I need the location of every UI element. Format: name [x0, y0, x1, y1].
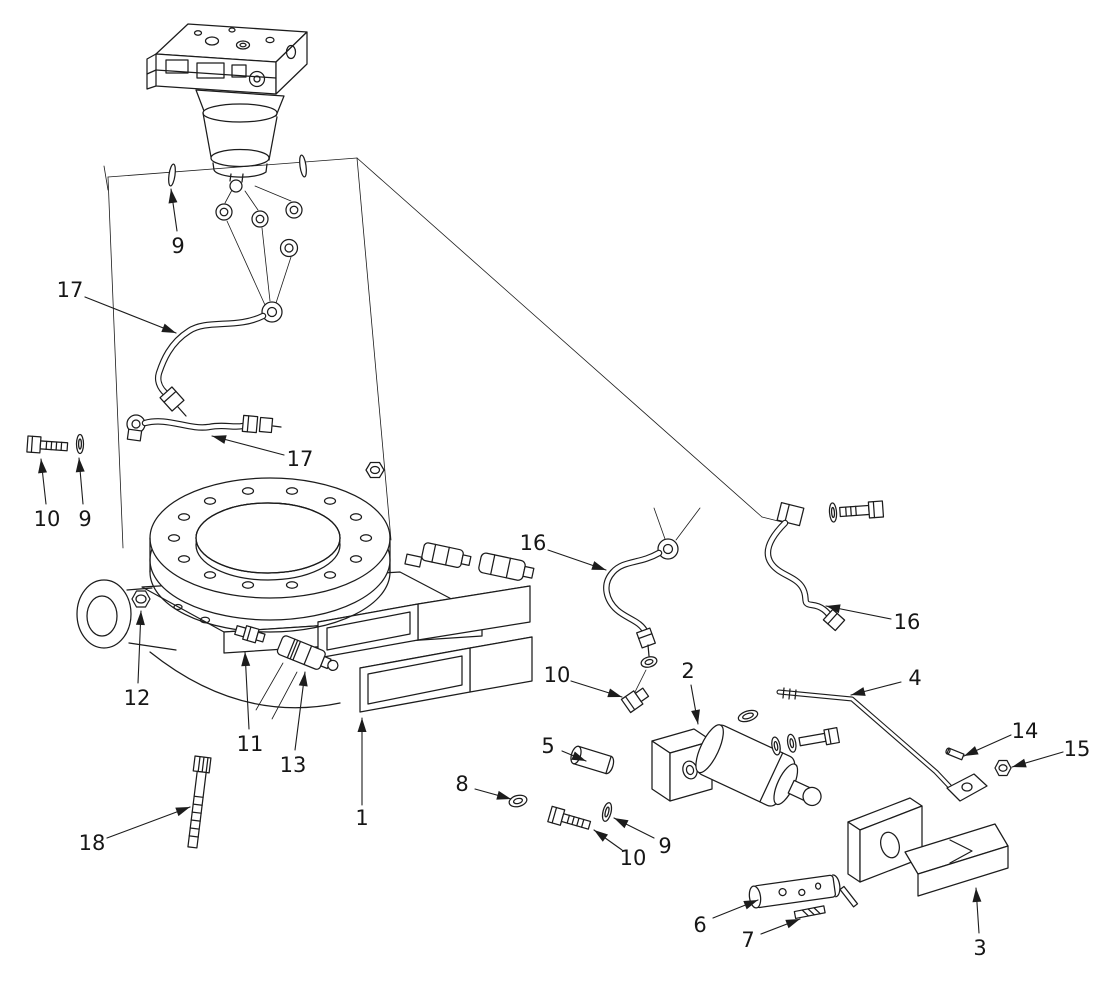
arrowhead-11	[241, 652, 251, 667]
projection-lines	[103, 157, 787, 720]
banjo-bolt	[828, 500, 885, 523]
roll-pin-7	[793, 905, 826, 920]
arrowhead-7	[785, 919, 800, 929]
arrowhead-6	[743, 900, 758, 910]
quick-coupler-upper	[421, 542, 472, 569]
small-pin	[839, 885, 859, 908]
washer-9-bottom	[601, 802, 613, 822]
arrowhead-8	[496, 790, 511, 800]
bracket-3	[847, 797, 1009, 897]
socket-bolt-18	[187, 755, 212, 849]
arrowhead-9	[75, 458, 85, 473]
pin-14	[945, 747, 965, 761]
frame-quick-couplers	[404, 542, 535, 581]
plug-10-center	[620, 687, 650, 714]
o-ring-9-left	[168, 163, 176, 187]
arrowhead-15	[1012, 758, 1027, 768]
arrowhead-17	[161, 323, 176, 333]
hex-nut-12	[131, 590, 151, 608]
cylinder-bolt-washers	[771, 727, 840, 756]
arrowhead-17	[212, 435, 227, 444]
leader-line-18	[106, 806, 191, 839]
bolt-10-left	[26, 435, 69, 454]
o-ring-8	[508, 794, 528, 808]
arrowhead-3	[972, 888, 982, 903]
hydraulic-cylinder-2	[651, 709, 840, 807]
arrowhead-16	[826, 604, 841, 614]
arrowhead-2	[691, 709, 700, 724]
bolt-10-bottom	[547, 805, 592, 830]
arrowhead-10	[607, 688, 622, 698]
hose-16-center	[603, 538, 679, 668]
slewing-ring-bearing	[149, 477, 391, 633]
arrowhead-10	[38, 459, 48, 474]
washer-9-left	[75, 433, 85, 455]
rod-end-link	[946, 773, 988, 802]
arrowhead-4	[851, 687, 866, 696]
pivot-pin-6	[748, 874, 841, 909]
leader-layer	[38, 188, 1064, 935]
quick-coupler-lower	[478, 552, 535, 581]
hydraulic-pipe-17-upper	[155, 301, 283, 417]
leader-line-17	[84, 296, 177, 334]
arrowhead-1	[357, 718, 367, 732]
port-fittings	[215, 201, 303, 258]
arrowhead-5	[571, 751, 586, 761]
arrowhead-9	[168, 189, 178, 204]
arrowhead-13	[298, 672, 308, 687]
hydraulic-pipe-17-lower	[126, 414, 282, 442]
control-valve-assembly	[146, 23, 308, 95]
nut-15	[994, 759, 1012, 777]
arrowhead-9	[614, 818, 629, 829]
arrowhead-16	[591, 561, 606, 570]
o-ring-9-right	[299, 154, 307, 178]
quick-coupler-13	[276, 635, 339, 671]
fitting-11	[234, 625, 266, 644]
arrowhead-14	[964, 746, 979, 756]
hex-nut-small	[365, 461, 385, 479]
arrowhead-10	[594, 830, 609, 842]
drive-motor	[195, 89, 285, 193]
arrowhead-12	[135, 611, 145, 626]
hose-16-right	[764, 500, 885, 632]
arrowhead-18	[175, 807, 190, 817]
control-rod-4	[776, 687, 956, 793]
